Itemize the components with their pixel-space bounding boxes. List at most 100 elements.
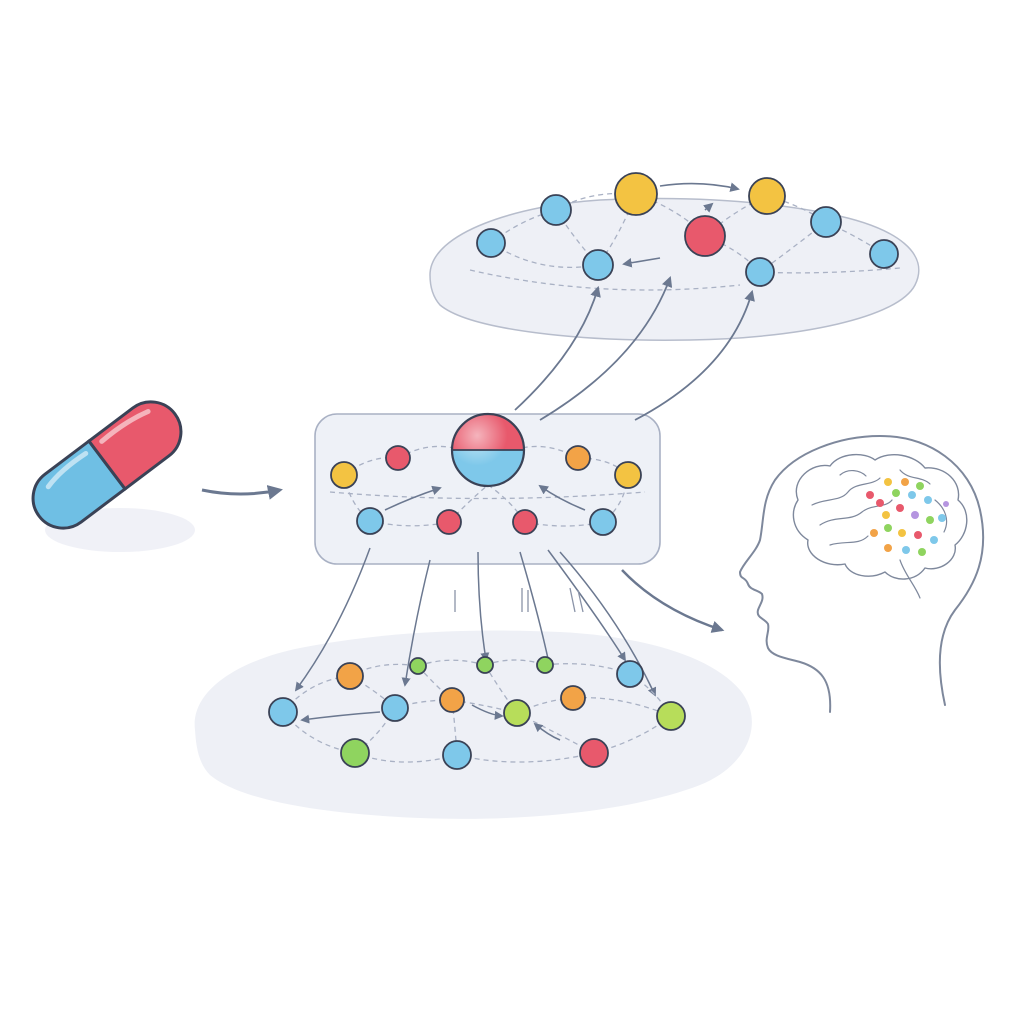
node-blue	[381, 694, 409, 722]
activity-dot-green	[926, 516, 934, 524]
node-yellow	[614, 172, 658, 216]
arrow-to-brain	[621, 569, 725, 633]
node-orange	[439, 687, 465, 713]
activity-dot-purple	[943, 501, 949, 507]
downstream-tick-marks	[454, 587, 584, 613]
node-blue	[476, 228, 506, 258]
node-green	[340, 738, 370, 768]
capsule-highlight	[45, 450, 89, 490]
activity-dot-red	[876, 499, 884, 507]
top-arrow	[659, 182, 740, 192]
activity-dot-blue	[938, 514, 946, 522]
activity-dot-red	[914, 531, 922, 539]
capsule-red-half	[86, 400, 183, 492]
activity-dot-red	[866, 491, 874, 499]
downstream-arrow	[477, 551, 490, 662]
node-yellow	[614, 461, 642, 489]
human-head-icon	[739, 435, 985, 713]
activity-dot-yellow	[882, 511, 890, 519]
node-yellow	[330, 461, 358, 489]
activity-dot-blue	[902, 546, 910, 554]
top-link	[469, 269, 741, 291]
activity-dot-green	[916, 482, 924, 490]
capsule-highlight	[99, 409, 151, 444]
activity-dot-blue	[908, 491, 916, 499]
node-blue	[268, 697, 298, 727]
node-red	[385, 445, 411, 471]
top-arrow	[703, 202, 714, 213]
target-network-arrows	[384, 484, 586, 511]
node-green	[503, 699, 531, 727]
node-blue	[442, 740, 472, 770]
activity-dot-green	[884, 524, 892, 532]
bottom-arrow	[471, 704, 504, 720]
upstream-arrow	[514, 285, 601, 411]
bottom-link	[282, 675, 351, 713]
bottom-arrow	[533, 722, 561, 741]
bottom-arrow	[300, 711, 381, 724]
arrows-to-top-network	[514, 275, 755, 421]
node-blue	[582, 249, 614, 281]
activity-dot-orange	[870, 529, 878, 537]
target-arrow	[538, 484, 586, 511]
bottom-link	[516, 697, 574, 714]
node-red	[684, 215, 726, 257]
activity-dot-purple	[911, 511, 919, 519]
node-blue	[869, 239, 899, 269]
head-outline	[739, 435, 985, 713]
bottom-network	[194, 547, 752, 819]
downstream-arrow	[294, 547, 371, 692]
bottom-network-arrows	[300, 704, 561, 741]
node-orange	[560, 685, 586, 711]
drug-target-node	[450, 412, 526, 488]
node-green	[409, 657, 427, 675]
node-orange	[565, 445, 591, 471]
bottom-link	[456, 752, 595, 763]
tick-mark	[569, 587, 576, 613]
node-red	[579, 738, 609, 768]
activity-dot-green	[892, 489, 900, 497]
upstream-arrow	[539, 275, 673, 421]
target-network-nodes	[330, 445, 642, 536]
top-network-nodes	[476, 172, 899, 287]
activity-dot-orange	[884, 544, 892, 552]
activity-dot-orange	[901, 478, 909, 486]
target-link	[513, 445, 579, 459]
brain-fold	[934, 499, 948, 533]
brain-fold	[811, 477, 881, 506]
target-link	[524, 521, 604, 527]
brain-outline	[792, 453, 968, 580]
node-red	[436, 509, 462, 535]
target-link	[343, 456, 399, 476]
arrow-capsule-to-target	[201, 484, 283, 500]
brain-activity-dots	[866, 478, 949, 556]
node-blue	[589, 508, 617, 536]
node-blue	[356, 507, 384, 535]
node-blue	[616, 660, 644, 688]
bottom-network-nodes	[268, 656, 686, 770]
capsule-icon	[31, 400, 195, 552]
top-network-arrows	[622, 182, 740, 268]
top-network	[429, 172, 920, 341]
target-network	[314, 412, 661, 565]
activity-dot-red	[896, 504, 904, 512]
brain-fold	[899, 469, 931, 485]
activity-dot-yellow	[898, 529, 906, 537]
activity-dot-yellow	[884, 478, 892, 486]
downstream-arrow	[559, 551, 657, 697]
tick-mark	[577, 589, 584, 613]
activity-dot-blue	[924, 496, 932, 504]
brain-fold	[819, 499, 893, 526]
node-orange	[336, 662, 364, 690]
brain-stem	[899, 559, 921, 599]
downstream-arrow	[401, 559, 431, 687]
node-green	[536, 656, 554, 674]
capsule-blue-half	[31, 438, 128, 530]
downstream-arrow	[547, 549, 626, 662]
activity-dot-blue	[930, 536, 938, 544]
brain-fold	[829, 535, 869, 546]
node-green	[476, 656, 494, 674]
node-blue	[745, 257, 775, 287]
